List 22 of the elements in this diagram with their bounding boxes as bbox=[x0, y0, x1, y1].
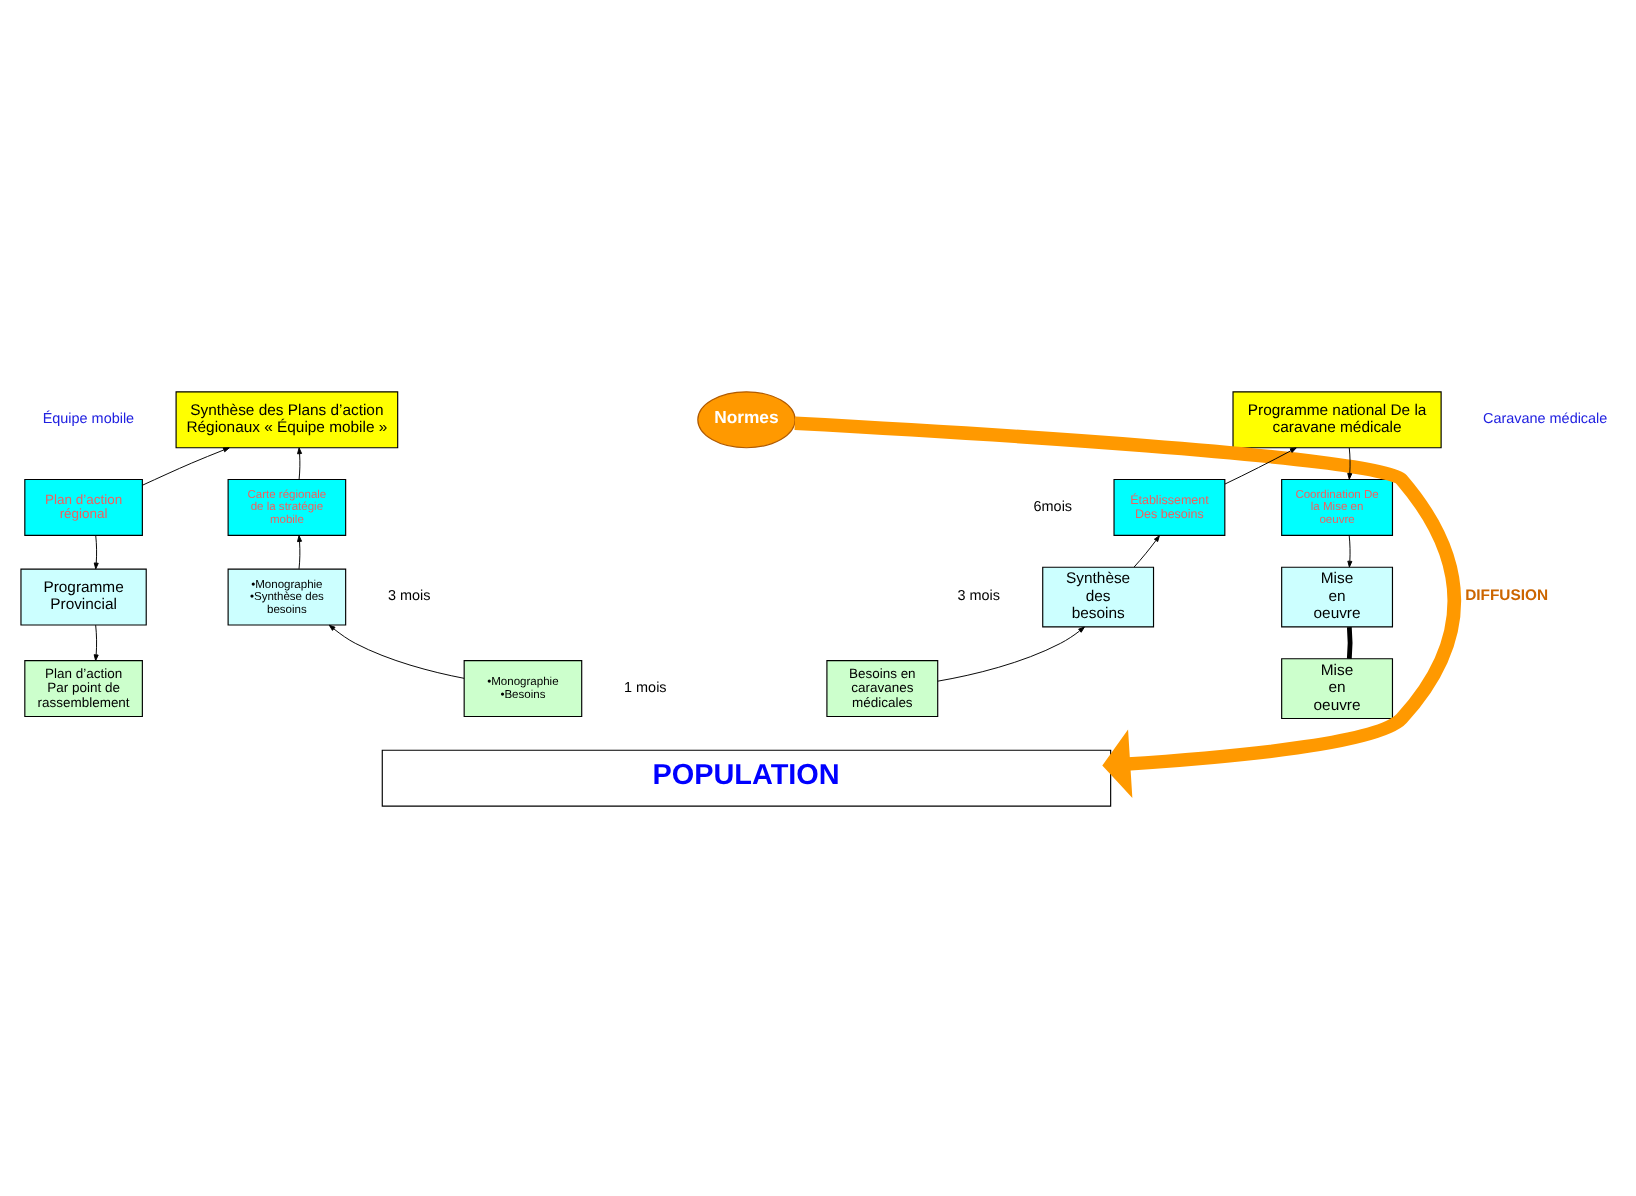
arrow bbox=[297, 446, 303, 479]
arrow bbox=[1347, 446, 1353, 479]
arrow bbox=[794, 415, 1462, 797]
arrow bbox=[1347, 534, 1353, 567]
node-box: Mise en oeuvre bbox=[1281, 657, 1394, 719]
node-box: Synthèse des besoins bbox=[1042, 565, 1155, 627]
node-box: POPULATION bbox=[381, 748, 1112, 806]
arrow bbox=[93, 534, 99, 569]
node-box: Mise en oeuvre bbox=[1281, 565, 1394, 627]
arrow bbox=[297, 534, 303, 569]
arrow bbox=[141, 446, 230, 485]
arrow bbox=[937, 625, 1085, 681]
edge-label: DIFFUSION bbox=[1465, 584, 1549, 603]
connector bbox=[1346, 625, 1353, 658]
arrow bbox=[93, 623, 99, 661]
node-box: Programme Provincial bbox=[20, 567, 147, 625]
node-ellipse: Normes bbox=[697, 390, 796, 448]
arrow bbox=[1133, 534, 1160, 567]
node-box: Programme national De la caravane médicale bbox=[1232, 390, 1442, 448]
arrow bbox=[1224, 446, 1297, 484]
arrow bbox=[328, 623, 465, 678]
node-box: Synthèse des Plans d’action Régionaux « Équipe mobile » bbox=[175, 390, 399, 448]
